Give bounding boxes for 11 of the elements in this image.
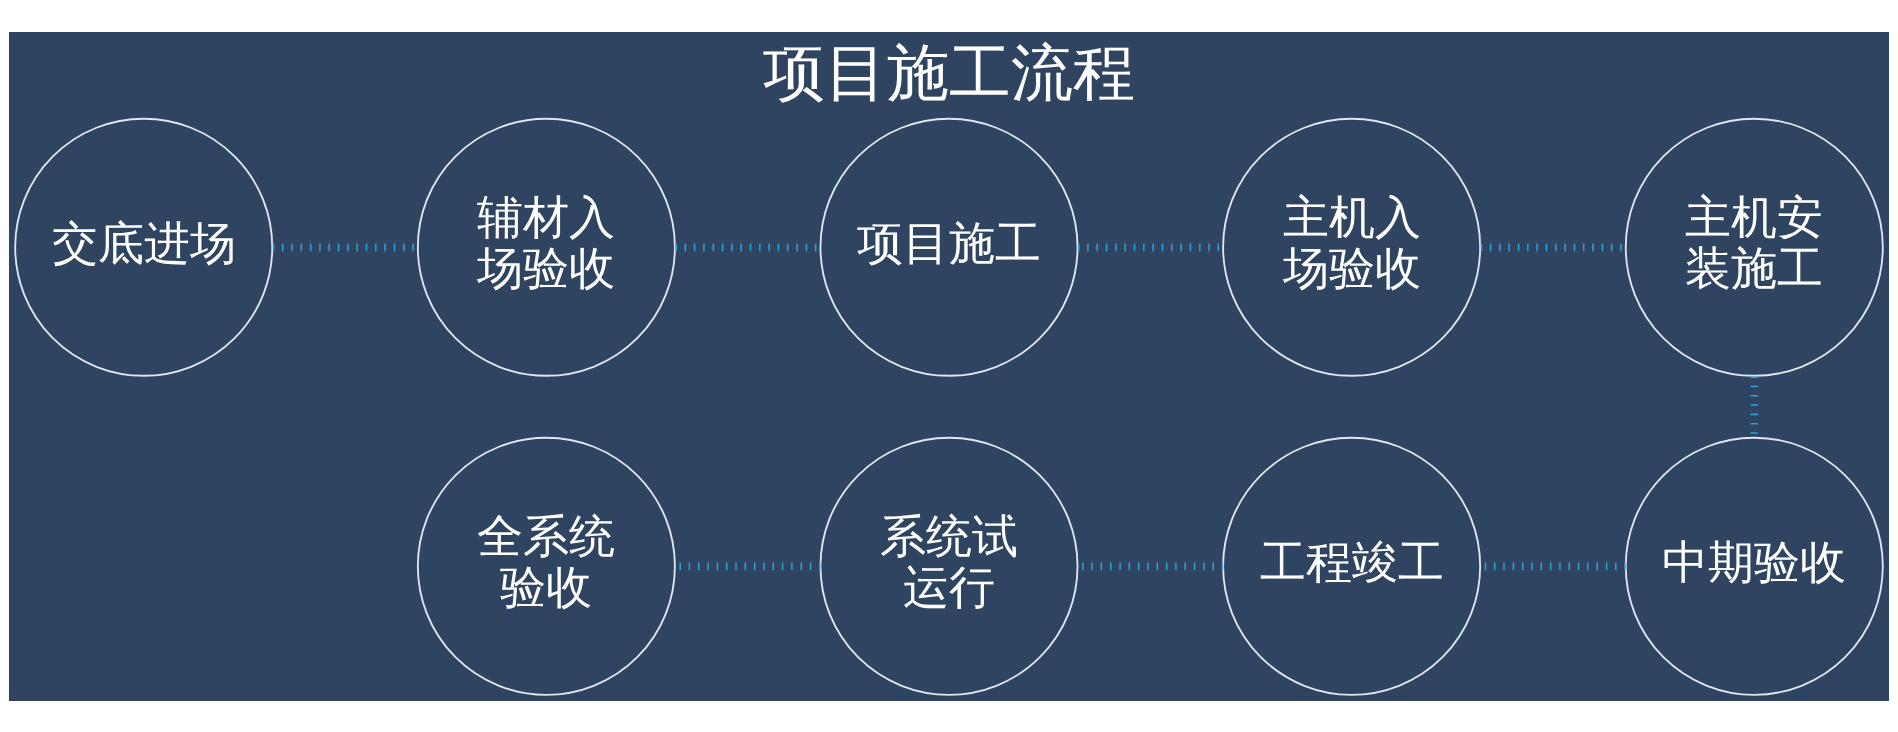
node-circle: 主机入场验收 — [1222, 117, 1482, 377]
diagram-title: 项目施工流程 — [763, 36, 1135, 109]
node-circle: 交底进场 — [14, 117, 274, 377]
node-circle: 全系统验收 — [416, 436, 676, 696]
node-circle: 系统试运行 — [819, 436, 1079, 696]
node-circle: 工程竣工 — [1222, 436, 1482, 696]
node-circle: 中期验收 — [1624, 436, 1884, 696]
node-circle: 项目施工 — [819, 117, 1079, 377]
node-circle: 主机安装施工 — [1624, 117, 1884, 377]
node-circle: 辅材入场验收 — [416, 117, 676, 377]
connector — [1750, 375, 1759, 437]
